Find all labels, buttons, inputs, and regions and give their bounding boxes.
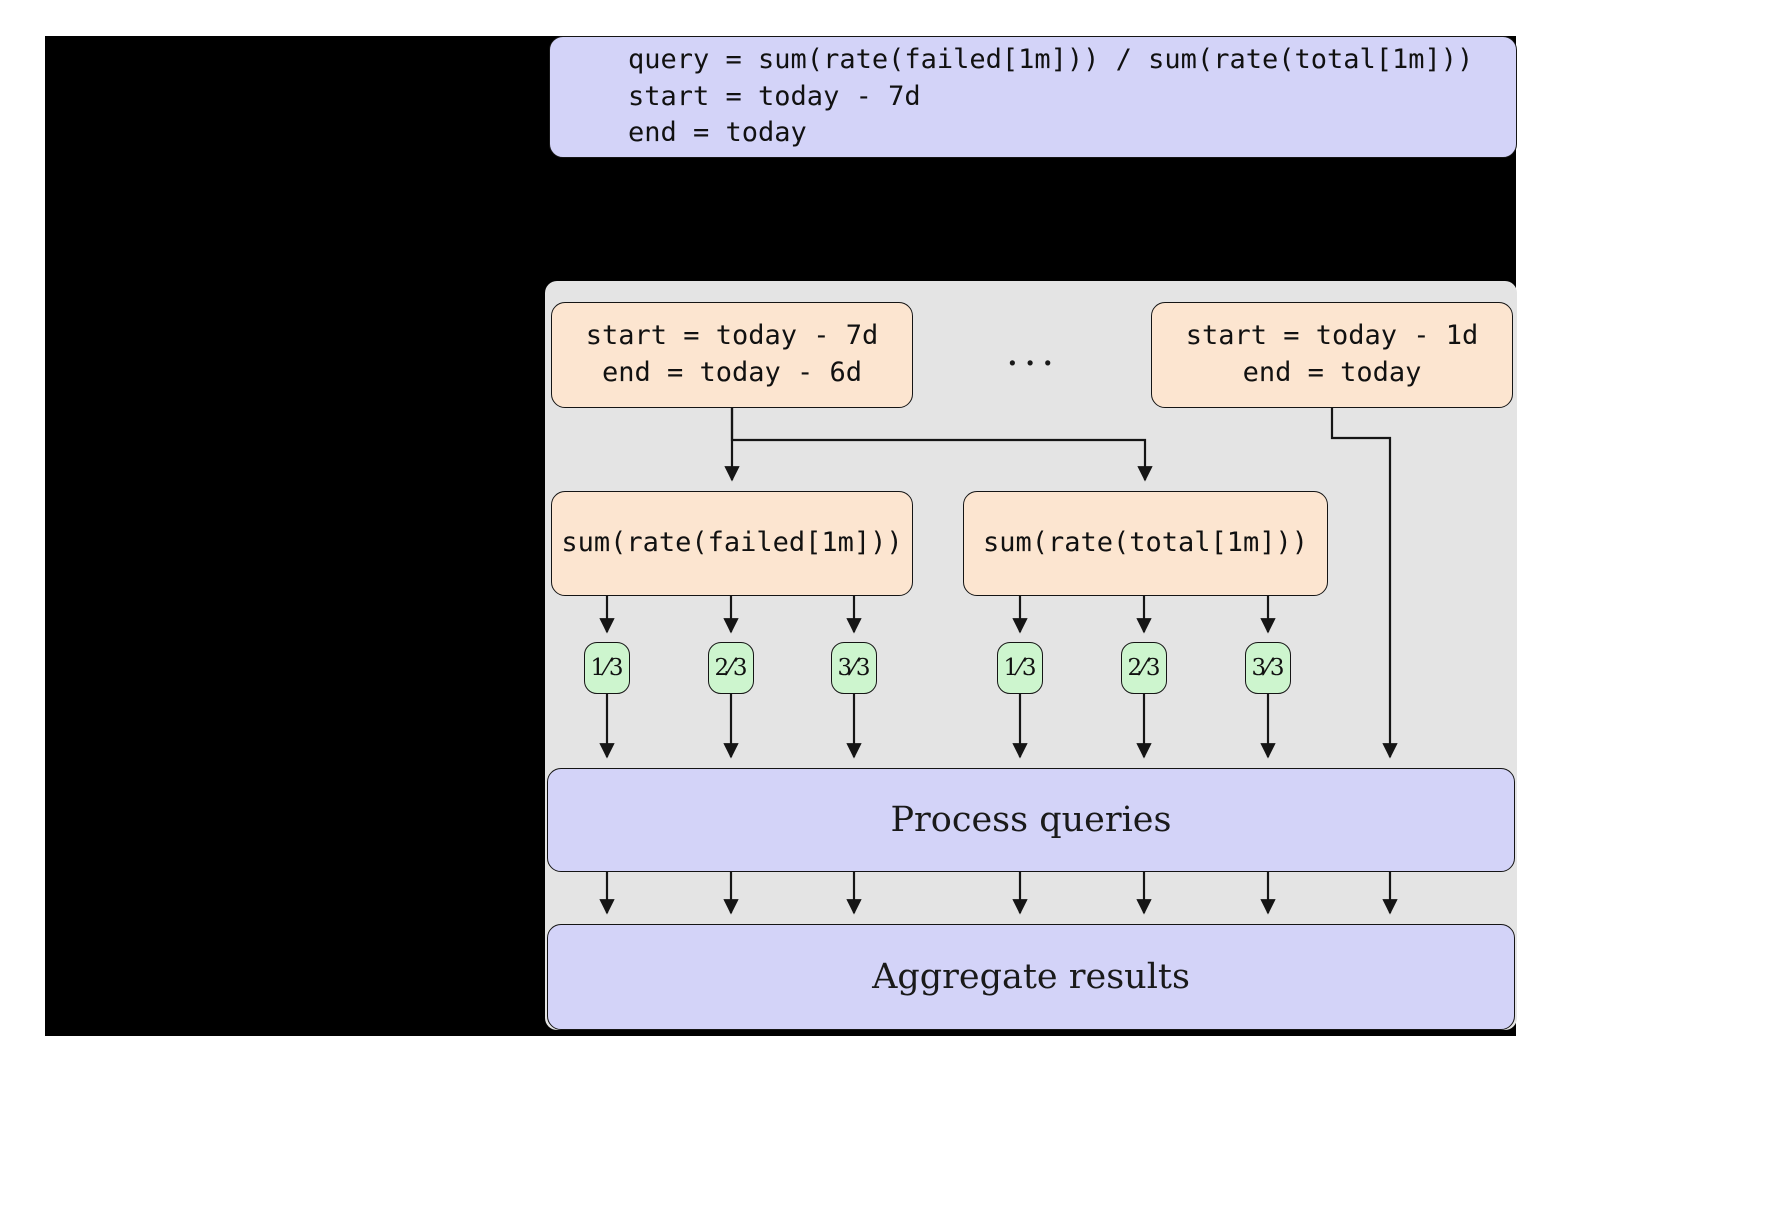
process-queries-label: Process queries bbox=[890, 800, 1172, 840]
subquery-total: sum(rate(total[1m])) bbox=[963, 491, 1328, 596]
time-range-last-start: start = today - 1d bbox=[1185, 320, 1479, 352]
shard-badge-failed-3: 3⁄3 bbox=[831, 642, 877, 694]
query-line-3: end = today bbox=[628, 117, 807, 149]
time-range-first-end: end = today - 6d bbox=[601, 357, 863, 388]
time-range-first-start: start = today - 7d bbox=[585, 320, 879, 352]
shard-badge-total-1: 1⁄3 bbox=[997, 642, 1043, 694]
query-line-2: start = today - 7d bbox=[628, 80, 921, 112]
shard-badge-total-2: 2⁄3 bbox=[1121, 642, 1167, 694]
shard-badge-failed-2: 2⁄3 bbox=[708, 642, 754, 694]
time-range-first: start = today - 7d end = today - 6d bbox=[551, 302, 913, 408]
subquery-failed: sum(rate(failed[1m])) bbox=[551, 491, 913, 596]
subquery-failed-label: sum(rate(failed[1m])) bbox=[561, 527, 903, 559]
aggregate-results-stage: Aggregate results bbox=[547, 924, 1515, 1030]
query-line-1: query = sum(rate(failed[1m])) / sum(rate… bbox=[628, 43, 1474, 75]
aggregate-results-label: Aggregate results bbox=[872, 957, 1190, 997]
time-range-ellipsis: ... bbox=[1006, 329, 1060, 375]
process-queries-stage: Process queries bbox=[547, 768, 1515, 872]
shard-badge-failed-1: 1⁄3 bbox=[584, 642, 630, 694]
original-query-spec: query = sum(rate(failed[1m])) / sum(rate… bbox=[549, 36, 1517, 158]
subquery-total-label: sum(rate(total[1m])) bbox=[982, 527, 1309, 559]
time-range-last: start = today - 1d end = today bbox=[1151, 302, 1513, 408]
shard-badge-total-3: 3⁄3 bbox=[1245, 642, 1291, 694]
time-range-last-end: end = today bbox=[1242, 357, 1422, 388]
